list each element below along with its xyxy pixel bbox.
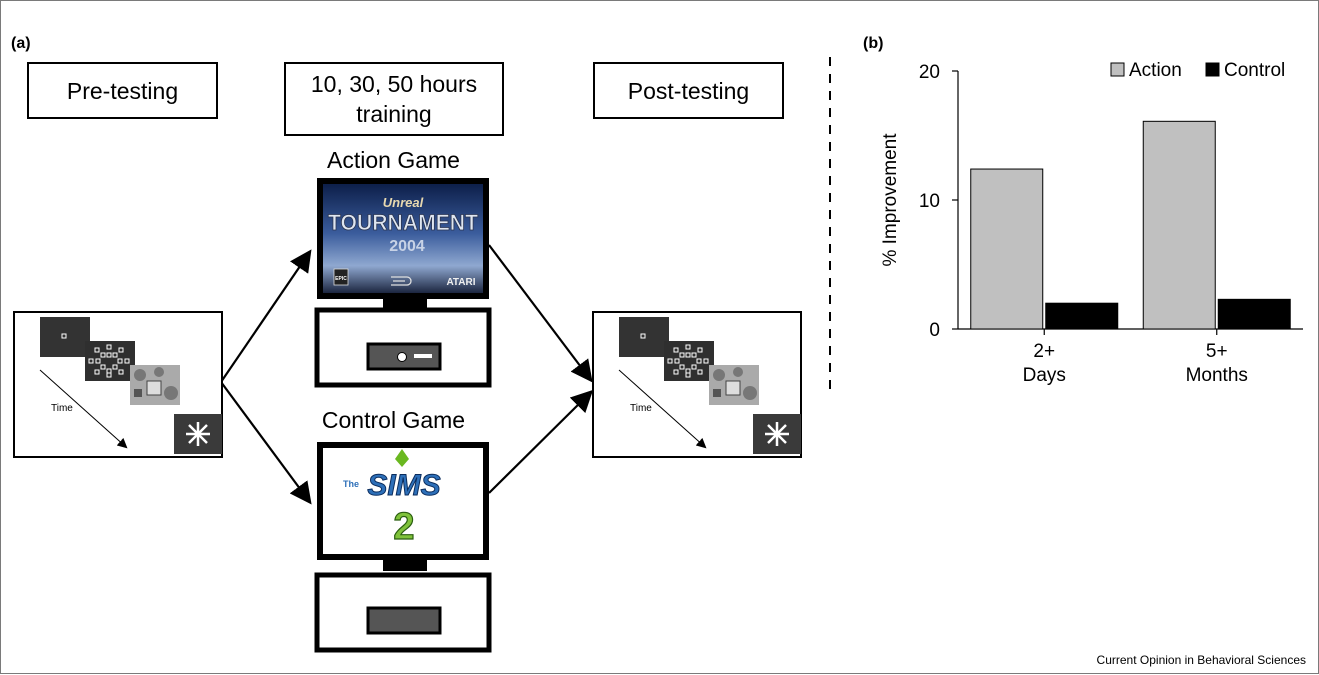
arrow-pre-to-control [220,381,312,505]
control-logo-the: The [343,479,359,489]
arrow-control-to-post [488,389,594,494]
panel-b-label: (b) [863,35,884,52]
post-testing-label: Post-testing [627,77,750,104]
post-time-label: Time [630,403,652,414]
publisher-left: EPIC [335,276,347,282]
bar-action-1 [1142,120,1216,330]
post-testing-box: Post-testing [593,62,784,119]
y-tick-label: 10 [919,191,940,212]
y-tick-label: 20 [919,62,940,83]
bar-action-0 [970,168,1044,330]
action-logo-small: Unreal [383,195,424,210]
x-tick-label: 2+ [1033,341,1055,362]
developer-logo [391,276,412,286]
action-logo-year: 2004 [389,238,425,255]
x-tick-label: Days [1023,365,1066,386]
credit-line: Current Opinion in Behavioral Sciences [1096,653,1306,667]
action-game-screen [323,184,483,293]
x-tick-label: Months [1186,365,1248,386]
y-tick-label: 0 [929,320,940,341]
control-monitor-stand [383,560,427,571]
post-stimulus-sequence [592,311,802,458]
legend-swatch-action [1110,62,1125,77]
action-monitor-stand [383,299,427,309]
response-star [186,422,210,446]
arrow-pre-to-action [220,249,312,383]
improvement-chart: 0 10 20 % Improvement 2+ Days 5+ Months Action Co… [880,60,1303,386]
x-tick-label: 5+ [1206,341,1228,362]
panel-a-label: (a) [11,35,31,52]
legend-swatch-control [1205,62,1220,77]
training-box: 10, 30, 50 hours training [284,62,504,136]
legend-label-control: Control [1224,60,1285,81]
control-logo-number: 2 [393,506,414,548]
bar-control-0 [1045,302,1119,330]
mask-pattern [713,367,757,400]
pre-time-label: Time [51,403,73,414]
pre-testing-box: Pre-testing [27,62,218,119]
action-power-button [397,352,407,362]
pre-testing-label: Pre-testing [66,77,179,104]
epic-badge [333,268,349,286]
fixation-frame [619,317,669,357]
publisher-right: ATARI [446,277,475,288]
fixation-dot [61,333,67,339]
fixation-dot [640,333,646,339]
legend-label-action: Action [1129,60,1182,81]
control-logo-sims: SIMS [367,469,440,502]
action-drive-slot [414,354,432,358]
search-grid [88,344,130,378]
control-game-title: Control Game [321,407,466,433]
time-arrow [39,369,128,449]
time-arrow [618,369,707,449]
mask-pattern [134,367,178,400]
control-drive [366,606,442,635]
action-logo-big: TOURNAMENT [328,210,479,235]
bar-control-1 [1217,298,1291,330]
control-game-computer: The SIMS 2 [314,442,492,653]
control-desk-tower [314,572,492,653]
action-game-computer: Unreal TOURNAMENT 2004 EPIC ATARI [314,178,492,388]
pre-stimulus-sequence [13,311,223,458]
arrow-action-to-post [488,244,593,383]
training-label: 10, 30, 50 hours training [310,71,478,127]
response-star [765,422,789,446]
sims-plumbob [395,449,409,467]
y-axis-label: % Improvement [880,133,901,267]
search-grid [667,344,709,378]
fixation-frame [40,317,90,357]
action-game-title: Action Game [327,147,460,173]
